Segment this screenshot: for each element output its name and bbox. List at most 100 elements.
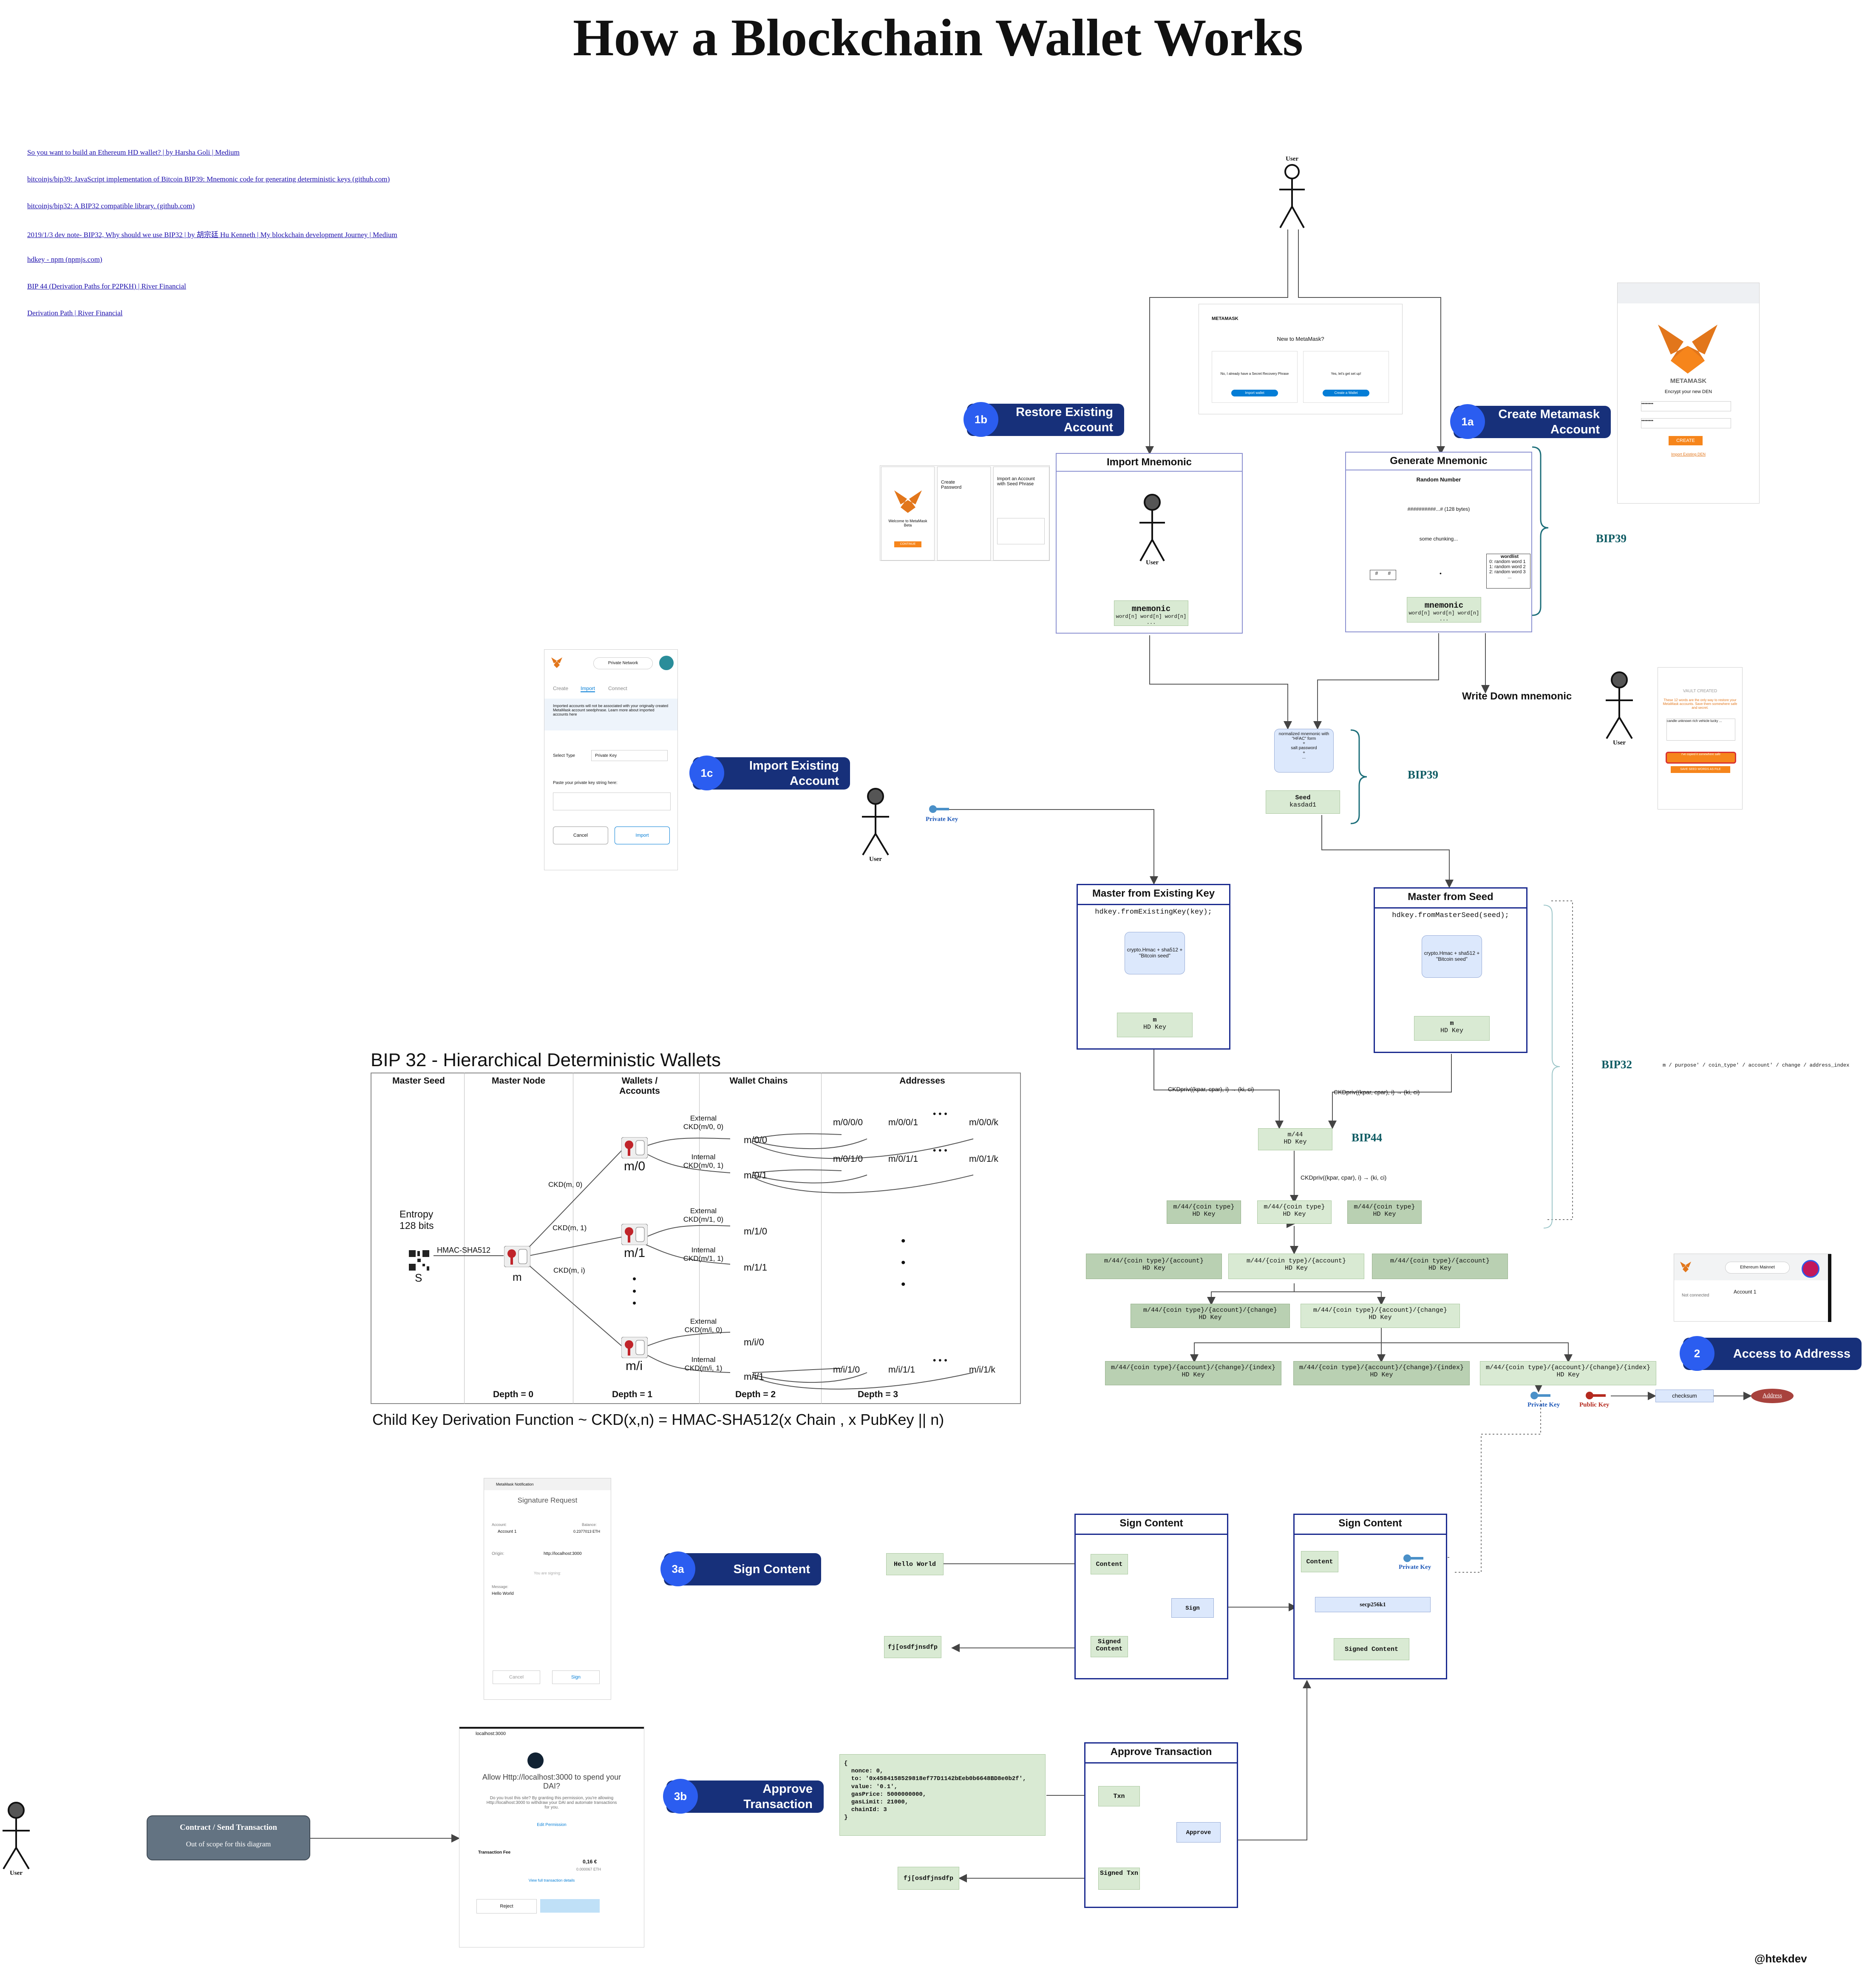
import-mnemonic-title: Import Mnemonic xyxy=(1106,456,1192,468)
hmac-node: crypto.Hmac + sha512 + "Bitcoin seed" xyxy=(1125,932,1185,974)
user-figure-1c: User xyxy=(854,787,897,863)
account-avatar[interactable] xyxy=(659,656,674,670)
import-option-text: No, I already have a Secret Recovery Phr… xyxy=(1220,372,1289,376)
confirm-button[interactable]: Confirm xyxy=(540,1899,600,1913)
step-label: Create Metamask Account xyxy=(1498,407,1600,436)
fee-eth-value: 0.000067 ETH xyxy=(576,1867,601,1871)
confirm-password-field[interactable]: •••••••• xyxy=(1641,418,1731,428)
password-field[interactable]: •••••••• xyxy=(1641,401,1731,411)
hmac-label: HMAC-SHA512 xyxy=(437,1246,491,1254)
step-label: Sign Content xyxy=(733,1562,810,1576)
step-1c-badge: 1c Import Existing Account xyxy=(689,756,850,790)
user-label: User xyxy=(1146,559,1159,566)
json-line: chainId: 3 xyxy=(844,1806,887,1814)
signature-title: Signature Request xyxy=(517,1496,578,1504)
reference-link[interactable]: bitcoinjs/bip32: A BIP32 compatible libr… xyxy=(27,202,195,210)
view-details-link[interactable]: View full transaction details xyxy=(528,1878,575,1882)
page-title: How a Blockchain Wallet Works xyxy=(573,8,1303,67)
continue-button[interactable]: CONTINUE xyxy=(894,541,921,547)
node-sub: HD Key xyxy=(1142,1265,1165,1272)
cancel-button[interactable]: Cancel xyxy=(553,827,608,844)
tab-connect[interactable]: Connect xyxy=(608,685,627,691)
master-key-sub: HD Key xyxy=(1440,1027,1463,1034)
create-wallet-button[interactable]: Create a Wallet xyxy=(1323,390,1369,396)
step-3b-badge: 3b Approve Transaction xyxy=(663,1779,824,1814)
master-existing-title: Master from Existing Key xyxy=(1092,888,1215,899)
column-header: Master Node xyxy=(491,1076,546,1086)
account-avatar[interactable] xyxy=(1802,1260,1819,1278)
chunk-value: # xyxy=(1388,570,1391,576)
user-icon xyxy=(1279,164,1305,228)
save-seed-button[interactable]: SAVE SEED WORDS AS FILE xyxy=(1671,766,1730,773)
cancel-button[interactable]: Cancel xyxy=(493,1670,540,1684)
content-node: Content xyxy=(1091,1554,1128,1574)
private-key-input[interactable] xyxy=(553,793,671,810)
seed-textarea[interactable] xyxy=(997,518,1045,544)
entropy-label: Entropy 128 bits xyxy=(400,1209,434,1231)
private-key-label: Private Key xyxy=(926,816,958,823)
create-button[interactable]: CREATE xyxy=(1669,436,1703,445)
json-line: gasLimit: 21000, xyxy=(844,1798,909,1806)
seed-title: Seed xyxy=(1295,794,1311,801)
message-value: Hello World xyxy=(492,1591,514,1596)
box-header xyxy=(1078,885,1229,905)
step-number: 2 xyxy=(1680,1336,1714,1371)
column-divider xyxy=(821,1073,822,1404)
reference-link[interactable]: hdkey - npm (npmjs.com) xyxy=(27,255,102,263)
account-node: m/44/{coin type}/{account}HD Key xyxy=(1228,1254,1364,1279)
signed-content-node: Signed Content xyxy=(1091,1636,1128,1657)
reference-link[interactable]: bitcoinjs/bip39: JavaScript implementati… xyxy=(27,175,390,183)
master-seed-box: Master from Seed hdkey.fromMasterSeed(se… xyxy=(1374,887,1527,1053)
import-wallet-button[interactable]: Import wallet xyxy=(1231,390,1278,396)
mnemonic-node-sub: word[n] word[n] word[n] ... xyxy=(1116,614,1187,626)
edit-permission-link[interactable]: Edit Permission xyxy=(537,1823,567,1827)
account-node: m/44/{coin type}/{account}HD Key xyxy=(1086,1254,1222,1279)
scrollbar[interactable] xyxy=(1828,1254,1831,1322)
index-node: m/44/{coin type}/{account}/{change}/{ind… xyxy=(1480,1361,1656,1385)
reject-button[interactable]: Reject xyxy=(476,1899,537,1914)
transaction-json-node: { nonce: 0, to: '0x4584158529818ef77D114… xyxy=(839,1754,1046,1836)
chunk-value: # xyxy=(1375,570,1378,576)
reference-link[interactable]: 2019/1/3 dev note- BIP32, Why should we … xyxy=(27,231,397,239)
sign-content-box-left: Sign Content Content Sign Signed Content xyxy=(1074,1514,1228,1679)
bip32-figure-title: BIP 32 - Hierarchical Deterministic Wall… xyxy=(371,1050,721,1070)
site-label: localhost:3000 xyxy=(476,1731,506,1736)
reference-link[interactable]: So you want to build an Ethereum HD wall… xyxy=(27,148,240,156)
bip39-label: BIP39 xyxy=(1596,532,1627,545)
sign-button[interactable]: Sign xyxy=(552,1670,600,1684)
seed-calc-line: + xyxy=(1303,741,1305,746)
step-label: Restore Existing Account xyxy=(1016,405,1113,434)
chain-ckd-label: External CKD(m/1, 0) xyxy=(683,1207,724,1223)
tab-import[interactable]: Import xyxy=(581,685,595,692)
depth-label: Depth = 3 xyxy=(858,1390,898,1399)
select-type-dropdown[interactable]: Private Key xyxy=(591,750,668,761)
network-selector[interactable]: Ethereum Mainnet xyxy=(1725,1262,1790,1274)
reference-link[interactable]: Derivation Path | River Financial xyxy=(27,309,123,317)
address-label: m/0/1/0 xyxy=(833,1154,863,1164)
account-name[interactable]: Account 1 xyxy=(1734,1289,1757,1295)
wordlist-table: wordlist 0: random word 1 1: random word… xyxy=(1486,554,1530,589)
chain-ckd-label: External CKD(m/i, 0) xyxy=(684,1317,723,1334)
coin-type-node: m/44/{coin type}HD Key xyxy=(1347,1200,1422,1224)
box-header xyxy=(1057,454,1242,472)
mnemonic-node-sub: word[n] word[n] word[n] ... xyxy=(1408,610,1479,622)
master-node-symbol: m xyxy=(513,1271,522,1283)
tab-create[interactable]: Create xyxy=(553,685,569,691)
import-existing-link[interactable]: Import Existing DEN xyxy=(1671,452,1706,456)
metamask-fox-icon xyxy=(894,490,922,513)
address-label: m/0/0/k xyxy=(969,1118,998,1127)
column-header: Wallets / Accounts xyxy=(619,1076,660,1096)
fee-value: 0,16 € xyxy=(583,1859,597,1865)
connection-status: Not connected xyxy=(1682,1293,1709,1298)
reference-link[interactable]: BIP 44 (Derivation Paths for P2PKH) | Ri… xyxy=(27,282,186,290)
master-existing-code: hdkey.fromExistingKey(key); xyxy=(1095,908,1212,916)
bip44-label: BIP44 xyxy=(1352,1131,1383,1144)
node-sub: HD Key xyxy=(1373,1211,1396,1218)
chunking-label: some chunking... xyxy=(1419,536,1458,542)
fee-label: Transaction Fee xyxy=(478,1850,511,1855)
network-selector[interactable]: Private Network xyxy=(593,657,653,669)
import-button[interactable]: Import xyxy=(615,827,670,844)
copied-button[interactable]: I've copied it somewhere safe xyxy=(1666,752,1736,764)
address-dots: • • • xyxy=(933,1356,947,1365)
master-node-key-icon xyxy=(504,1246,530,1267)
